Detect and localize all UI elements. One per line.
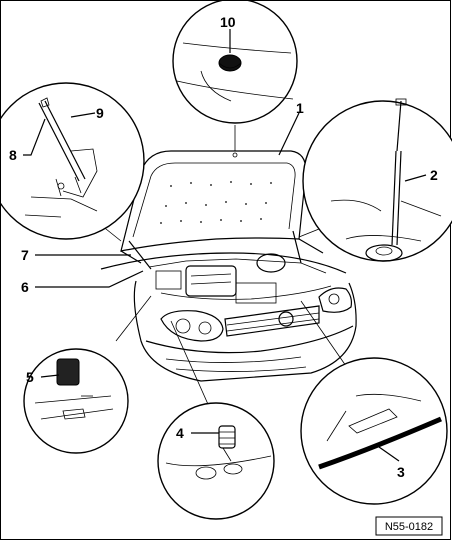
grille	[224, 305, 320, 337]
callout-7: 7	[21, 247, 29, 263]
detail-circle-hinge	[1, 82, 145, 240]
detail-circle-seal	[300, 357, 448, 505]
callout-2: 2	[430, 167, 438, 183]
reference-code-box	[375, 516, 443, 536]
callout-9: 9	[96, 105, 104, 121]
detail-circle-clip	[23, 348, 129, 454]
callout-8: 8	[9, 147, 17, 163]
callout-6: 6	[21, 279, 29, 295]
buffer-part	[218, 425, 236, 449]
hood-insulation-pattern	[160, 181, 272, 224]
car-illustration	[100, 150, 357, 382]
detail-circle-buffer	[157, 402, 275, 520]
right-headlight	[318, 287, 353, 313]
callout-10: 10	[220, 14, 236, 30]
hood-panel	[120, 150, 307, 252]
callout-leaders	[23, 29, 427, 462]
callout-1: 1	[296, 100, 304, 116]
callout-5: 5	[26, 369, 34, 385]
seal-strip	[318, 416, 442, 470]
left-headlight	[160, 310, 224, 342]
detail-circle-strut-mount	[302, 98, 452, 262]
callout-3: 3	[397, 464, 405, 480]
emblem	[278, 311, 294, 327]
bump-stop-part	[218, 54, 242, 72]
callout-4: 4	[176, 425, 184, 441]
clip-part	[56, 358, 80, 386]
detail-circle-bump-stop	[172, 1, 298, 124]
reference-code: N55-0182	[385, 521, 433, 533]
